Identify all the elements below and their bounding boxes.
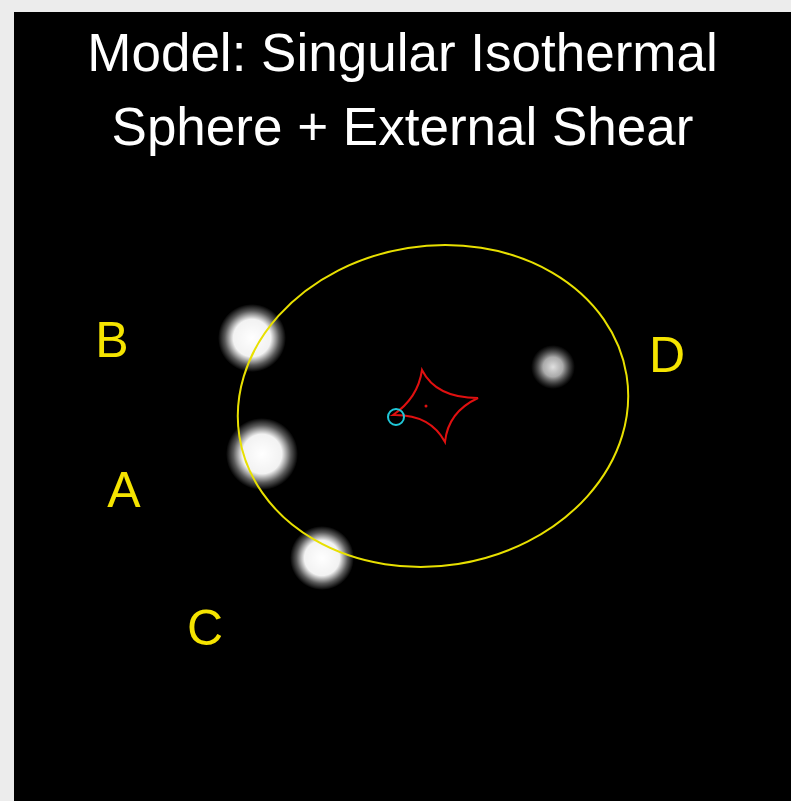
image-b: [218, 304, 286, 372]
image-label: A: [107, 465, 140, 515]
image-label: C: [187, 603, 223, 653]
image-label: B: [95, 315, 128, 365]
lens-center: [425, 405, 428, 408]
image-a: [226, 418, 298, 490]
source-position: [388, 409, 404, 425]
image-label: D: [649, 330, 685, 380]
image-d: [531, 345, 575, 389]
figure-title: Model: Singular Isothermal Sphere + Exte…: [14, 16, 791, 164]
image-c: [290, 526, 354, 590]
sky-background: [14, 12, 791, 801]
critical-curve: [214, 217, 651, 594]
caustic-curve: [393, 370, 478, 442]
